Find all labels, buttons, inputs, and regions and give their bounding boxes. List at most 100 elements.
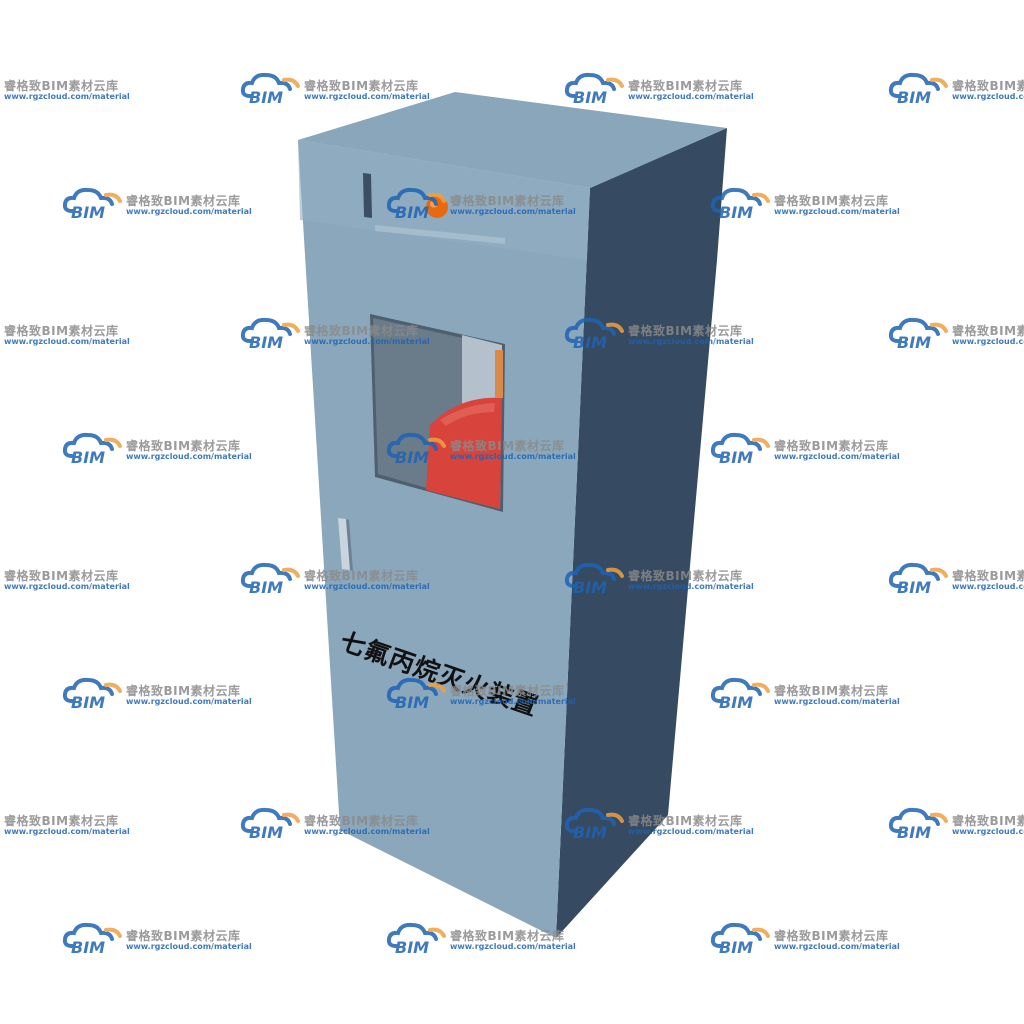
watermark-logo-text: BIM xyxy=(249,578,283,596)
watermark-url: www.rgzcloud.com/materiallib xyxy=(952,582,1024,591)
watermark-logo-text: BIM xyxy=(395,938,429,956)
watermark-logo-text: BIM xyxy=(719,938,753,956)
watermark-name: 睿格致BIM素材云库 xyxy=(952,814,1024,828)
cloud-logo-icon: BIM xyxy=(564,72,624,106)
watermark: BIM睿格致BIM素材云库www.rgzcloud.com/materialli… xyxy=(0,560,130,600)
watermark-name: 睿格致BIM素材云库 xyxy=(450,929,565,943)
watermark-url: www.rgzcloud.com/materiallib xyxy=(774,942,900,951)
watermark-name: 睿格致BIM素材云库 xyxy=(304,569,419,583)
watermark-name: 睿格致BIM素材云库 xyxy=(126,194,241,208)
watermark-logo-text: BIM xyxy=(249,823,283,841)
watermark-name: 睿格致BIM素材云库 xyxy=(4,814,119,828)
cloud-logo-icon: BIM xyxy=(240,562,300,596)
watermark-name: 睿格致BIM素材云库 xyxy=(304,79,419,93)
watermark-name: 睿格致BIM素材云库 xyxy=(4,569,119,583)
cloud-logo-icon: BIM xyxy=(240,317,300,351)
cloud-logo-icon: BIM xyxy=(710,432,770,466)
watermark-logo-text: BIM xyxy=(249,333,283,351)
watermark-url: www.rgzcloud.com/materiallib xyxy=(304,92,430,101)
cloud-logo-icon: BIM xyxy=(888,807,948,841)
valve-post xyxy=(495,350,503,398)
cloud-logo-icon: BIM xyxy=(564,317,624,351)
watermark-logo-text: BIM xyxy=(249,88,283,106)
watermark-name: 睿格致BIM素材云库 xyxy=(450,684,565,698)
watermark-name: 睿格致BIM素材云库 xyxy=(304,324,419,338)
watermark-name: 睿格致BIM素材云库 xyxy=(4,79,119,93)
watermark-name: 睿格致BIM素材云库 xyxy=(774,929,889,943)
cloud-logo-icon: BIM xyxy=(888,72,948,106)
watermark-logo-text: BIM xyxy=(395,448,429,466)
watermark-logo-text: BIM xyxy=(71,693,105,711)
watermark-logo-text: BIM xyxy=(71,203,105,221)
cloud-logo-icon: BIM xyxy=(62,922,122,956)
watermark-logo-text: BIM xyxy=(71,938,105,956)
cloud-logo-icon: BIM xyxy=(564,807,624,841)
door-handle xyxy=(338,518,350,570)
watermark-logo-text: BIM xyxy=(573,578,607,596)
watermark-logo-text: BIM xyxy=(573,333,607,351)
cabinet-ledge xyxy=(375,225,505,244)
cloud-logo-icon: BIM xyxy=(0,70,2,106)
watermark-url: www.rgzcloud.com/materiallib xyxy=(4,827,130,836)
watermark-logo-text: BIM xyxy=(719,693,753,711)
cloud-logo-icon: BIM xyxy=(386,677,446,711)
watermark-url: www.rgzcloud.com/materiallib xyxy=(628,827,754,836)
watermark-url: www.rgzcloud.com/materiallib xyxy=(4,582,130,591)
watermark-url: www.rgzcloud.com/materiallib xyxy=(304,827,430,836)
watermark: BIM睿格致BIM素材云库www.rgzcloud.com/materialli… xyxy=(0,805,130,845)
watermark-url: www.rgzcloud.com/materiallib xyxy=(126,452,252,461)
cloud-logo-icon: BIM xyxy=(888,562,948,596)
watermark-name: 睿格致BIM素材云库 xyxy=(774,194,889,208)
cloud-logo-icon: BIM xyxy=(386,432,446,466)
watermark-url: www.rgzcloud.com/materiallib xyxy=(4,92,130,101)
watermark-name: 睿格致BIM素材云库 xyxy=(126,439,241,453)
watermark-url: www.rgzcloud.com/materiallib xyxy=(126,697,252,706)
watermark: BIM睿格致BIM素材云库www.rgzcloud.com/materialli… xyxy=(0,70,130,110)
watermark-url: www.rgzcloud.com/materiallib xyxy=(774,697,900,706)
cloud-logo-icon: BIM xyxy=(0,805,2,841)
watermark-url: www.rgzcloud.com/materiallib xyxy=(304,582,430,591)
watermark-logo-text: BIM xyxy=(897,333,931,351)
watermark-logo-text: BIM xyxy=(719,203,753,221)
cabinet-top-face xyxy=(298,92,727,188)
watermark-name: 睿格致BIM素材云库 xyxy=(952,324,1024,338)
watermark-name: 睿格致BIM素材云库 xyxy=(628,569,743,583)
watermark-logo-text: BIM xyxy=(897,88,931,106)
watermark-url: www.rgzcloud.com/materiallib xyxy=(450,697,576,706)
watermark: BIM 睿格致BIM素材云库www.rgzcloud.com/materialli… xyxy=(888,805,1024,845)
watermark-url: www.rgzcloud.com/materiallib xyxy=(450,942,576,951)
cloud-logo-icon: BIM xyxy=(62,187,122,221)
watermark-name: 睿格致BIM素材云库 xyxy=(628,324,743,338)
watermark-logo-text: BIM xyxy=(897,578,931,596)
watermark-url: www.rgzcloud.com/materiallib xyxy=(4,337,130,346)
watermark: BIM睿格致BIM素材云库www.rgzcloud.com/materialli… xyxy=(888,70,1024,110)
watermark-url: www.rgzcloud.com/materiallib xyxy=(304,337,430,346)
watermark-url: www.rgzcloud.com/materiallib xyxy=(628,337,754,346)
watermark-name: 睿格致BIM素材云库 xyxy=(450,439,565,453)
cloud-logo-icon: BIM xyxy=(386,922,446,956)
watermark-name: 睿格致BIM素材云库 xyxy=(450,194,565,208)
watermark-name: 睿格致BIM素材云库 xyxy=(4,324,119,338)
cloud-logo-icon: BIM xyxy=(62,677,122,711)
watermark-url: www.rgzcloud.com/materiallib xyxy=(628,92,754,101)
watermark-name: 睿格致BIM素材云库 xyxy=(952,569,1024,583)
cloud-logo-icon: BIM xyxy=(710,677,770,711)
cloud-logo-icon: BIM xyxy=(710,922,770,956)
cylinder-icon xyxy=(426,397,502,509)
watermark-url: www.rgzcloud.com/materiallib xyxy=(952,827,1024,836)
cabinet-slot xyxy=(363,173,372,218)
watermark-url: www.rgzcloud.com/materiallib xyxy=(126,207,252,216)
